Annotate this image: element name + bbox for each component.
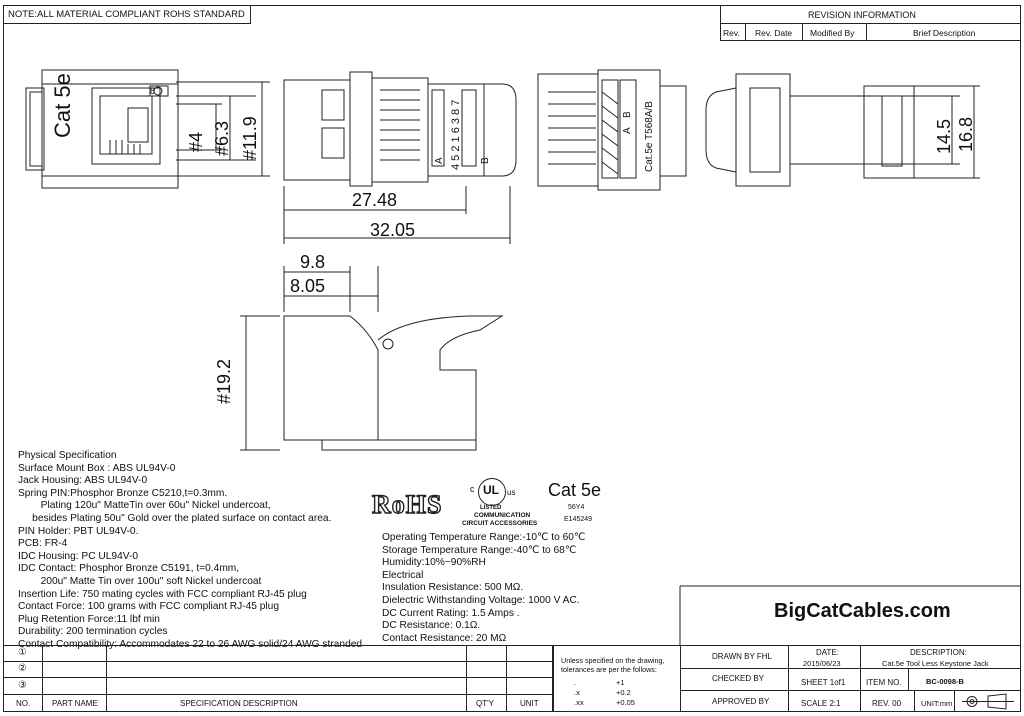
dim-8-05: 8.05 [290,276,326,296]
scale: SCALE 2:1 [801,699,841,708]
modified-by-col: Modified By [810,28,855,38]
tol-line1: Unless specified on the drawing, [561,656,665,665]
side-view [283,71,517,244]
front-view [25,69,270,189]
rev: REV. 00 [872,699,902,708]
title-block [680,645,1021,712]
rev-col: Rev. [723,28,740,38]
brand-name: BigCatCables.com [774,600,951,622]
note-box [3,5,251,24]
ul-logo [478,478,506,506]
tol-r3-b: +0.05 [616,698,635,707]
rohs-logo: RoHS [371,489,443,519]
code2: E145249 [564,516,593,523]
dim-4: #4 [186,131,206,152]
back-label: Cat.5e T568A/B [644,101,655,172]
desc-value: Cat.5e Tool Less Keystone Jack [882,659,989,668]
approved-by: APPROVED BY [712,697,770,706]
hdr-spec-desc: SPECIFICATION DESCRIPTION [180,699,298,708]
dim-9-8: 9.8 [300,252,326,272]
date-label: DATE: [816,648,839,657]
row-num-3: ③ [18,680,27,691]
tol-r3-a: .xx [574,698,584,707]
checked-by: CHECKED BY [712,674,765,683]
ul-caption-2: CIRCUIT ACCESSORIES [462,520,538,527]
ul-listed: LISTED [480,505,502,511]
projection-icon [962,693,1014,710]
top-pin-digits: 4 5 2 1 6 3 8 7 [450,99,462,170]
cat-label: Cat 5e [548,480,602,500]
hdr-unit: UNIT [520,699,539,708]
top-b: B [480,157,491,164]
spec-left: Physical Specification Surface Mount Box… [18,450,363,650]
back-a: A [622,127,633,134]
row-num-2: ② [18,663,27,674]
rev-date-col: Rev. Date [755,28,793,38]
dim-14-5: 14.5 [934,118,954,154]
row-num-1: ① [18,647,27,658]
hdr-qty: QT'Y [476,699,494,708]
unit: UNIT:mm [921,699,953,708]
date-value: 2015/06/23 [803,659,841,668]
drawn-by: DRAWN BY FHL [712,652,773,661]
top-a: A [434,157,445,164]
ul-c: c [470,484,475,494]
face-label: Cat 5e [50,73,75,138]
tol-r2-a: .x [574,688,580,697]
pin-8: 8 [150,86,156,96]
top-view [537,69,687,191]
parts-table [3,645,553,712]
ul-mark: UL [483,483,499,497]
dim-6-3: #6.3 [212,120,232,156]
dim-27-48: 27.48 [352,190,398,210]
dim-19-2: #19.2 [214,358,234,404]
item-no: ITEM NO. [866,678,902,687]
hdr-no: NO. [16,699,31,708]
brief-desc-col: Brief Description [913,28,976,38]
tol-r1-b: +1 [616,678,625,687]
desc-label: DESCRIPTION: [910,648,967,657]
dim-16-8: 16.8 [956,116,976,152]
end-view [705,73,980,187]
tol-r2-b: +0.2 [616,688,631,697]
tol-r1-a: . [574,678,577,687]
item-value: BC-0098-B [926,677,964,686]
spec-right: Operating Temperature Range:-10℃ to 60℃ … [382,532,586,644]
code1: 56Y4 [568,504,585,511]
dim-32-05: 32.05 [370,220,416,240]
ul-caption-1: COMMUNICATION [474,512,531,519]
profile-view [240,266,504,451]
hdr-part-name: PART NAME [52,699,98,708]
tol-line2: tolerances are per the follows: [561,665,657,674]
note-text: NOTE:ALL MATERIAL COMPLIANT ROHS STANDAR… [8,9,245,20]
dim-11-9: #11.9 [240,116,260,160]
sheet: SHEET 1of1 [801,678,846,687]
ul-us: us [507,488,516,497]
back-b: B [622,111,633,118]
revision-title: REVISION INFORMATION [808,10,916,20]
